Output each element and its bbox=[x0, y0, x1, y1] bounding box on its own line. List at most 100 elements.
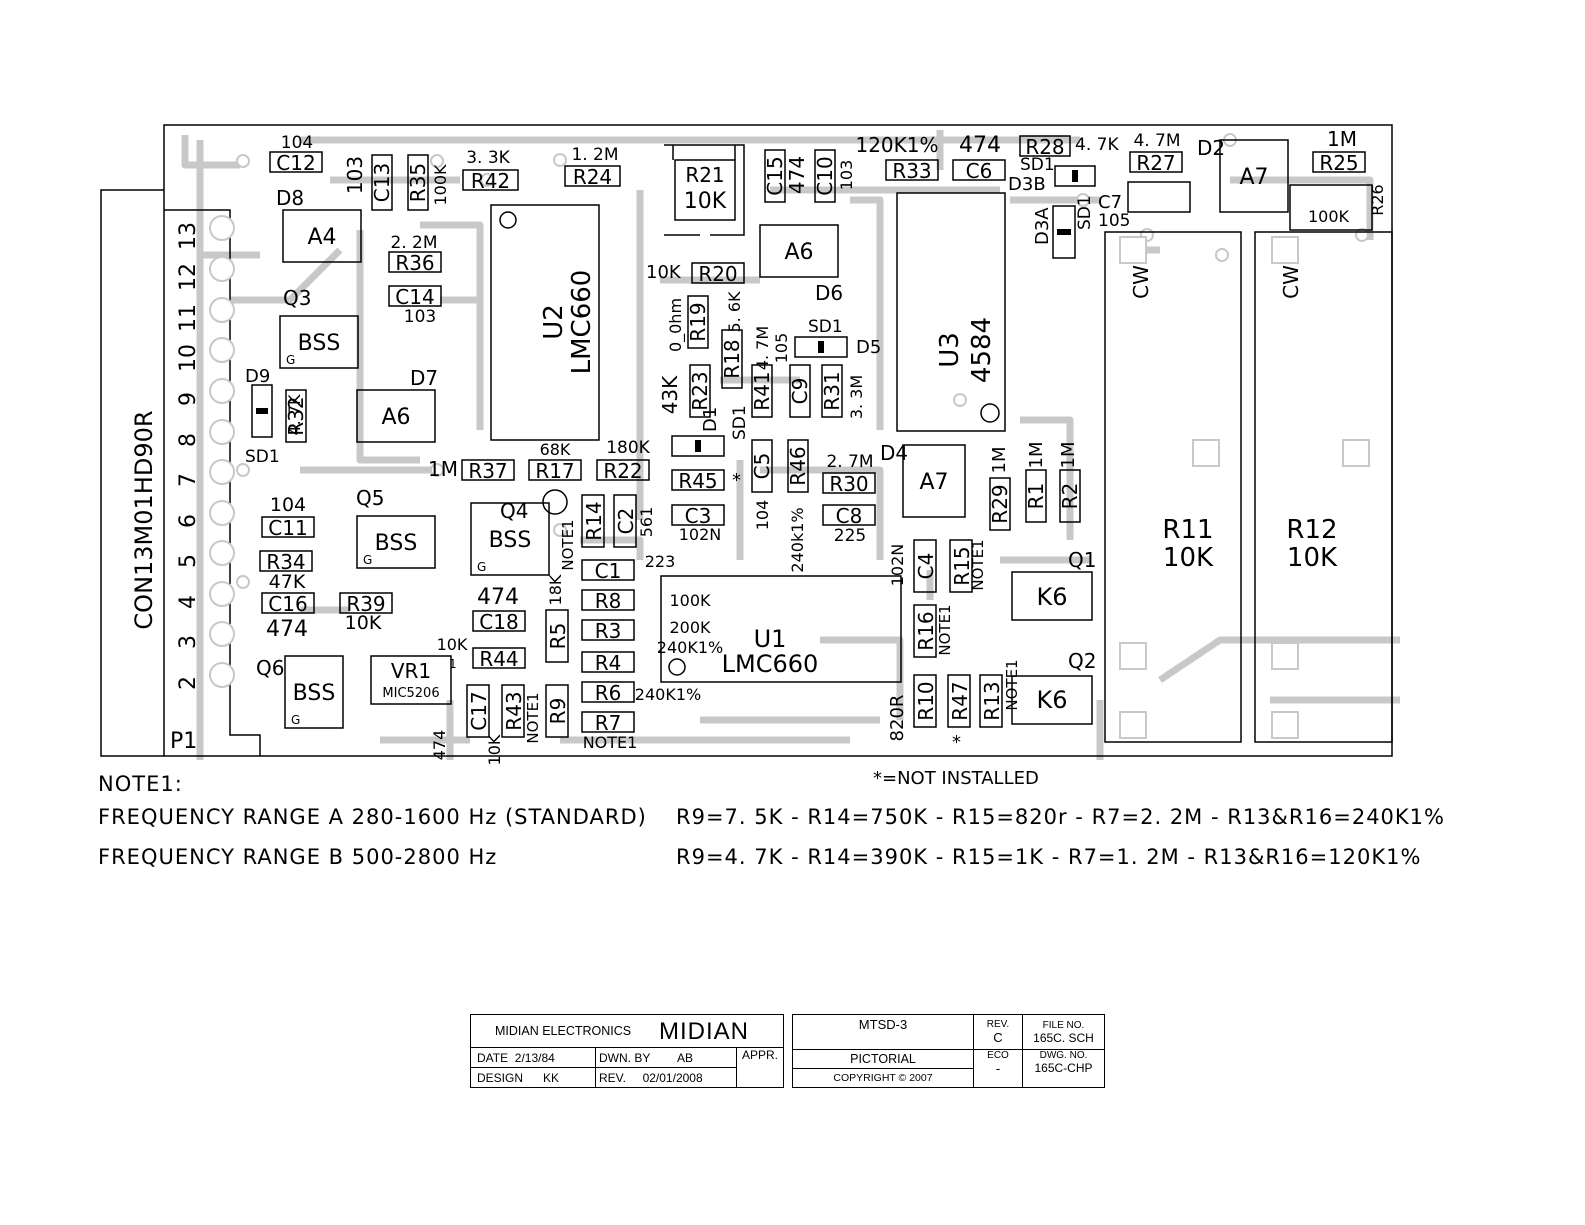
component-value: 474 bbox=[959, 133, 1001, 158]
transistor-part: BSS bbox=[489, 528, 532, 553]
component-value: 68K bbox=[540, 440, 571, 459]
pin1-marker bbox=[980, 403, 1000, 423]
component-value: 4. 7M bbox=[753, 326, 772, 370]
component-ref: C3 bbox=[685, 504, 712, 528]
connector-pin-pad bbox=[209, 662, 235, 688]
connector-pin-number: 6 bbox=[176, 514, 201, 528]
transistor-ref: Q3 bbox=[283, 286, 311, 310]
gate-label: G bbox=[363, 553, 372, 567]
component-r32 bbox=[285, 389, 307, 443]
pad bbox=[480, 173, 494, 187]
component-r17 bbox=[528, 459, 582, 481]
component-r41 bbox=[751, 364, 773, 418]
company-logo: MIDIAN bbox=[659, 1018, 749, 1045]
connector-pin-number: 12 bbox=[176, 263, 201, 291]
component-ref: R2 bbox=[1058, 483, 1082, 510]
connector-pin-pad bbox=[209, 256, 235, 282]
connector-pin-pad bbox=[209, 540, 235, 566]
component-c16 bbox=[261, 592, 315, 614]
component-value: NOTE1 bbox=[969, 539, 987, 590]
component-value: 10K bbox=[437, 635, 468, 654]
diode-part: A6 bbox=[784, 240, 813, 265]
design-value: KK bbox=[543, 1070, 560, 1085]
component-ref: R35 bbox=[406, 163, 430, 202]
company-cell: MIDIAN ELECTRONICS MIDIAN bbox=[470, 1014, 784, 1048]
transistor-ref: Q2 bbox=[1068, 649, 1096, 673]
diode-part: A4 bbox=[307, 225, 336, 250]
diode-part: SD1 bbox=[1075, 195, 1095, 230]
ic-part: MIC5206 bbox=[382, 686, 439, 701]
diode-ref: D3B bbox=[1008, 174, 1046, 195]
note-row-a-values: R9=7. 5K - R14=750K - R15=820r - R7=2. 2… bbox=[676, 805, 1445, 829]
connector-pin-pad bbox=[209, 419, 235, 445]
component-ref: C6 bbox=[966, 159, 993, 183]
pin1-marker bbox=[668, 658, 686, 676]
component-value: 225 bbox=[834, 526, 866, 546]
ic-part: LMC660 bbox=[722, 650, 819, 678]
rev-date: 02/01/2008 bbox=[642, 1070, 703, 1085]
component-c2 bbox=[613, 494, 637, 548]
component-r10 bbox=[913, 674, 937, 728]
component-r4 bbox=[581, 651, 635, 673]
pot-pad bbox=[1119, 236, 1147, 264]
pot-pad bbox=[1271, 711, 1299, 739]
component-ref: C10 bbox=[813, 156, 837, 195]
component-ref: C1 bbox=[595, 559, 622, 583]
trimmer-r21 bbox=[664, 144, 745, 236]
component-c6 bbox=[952, 159, 1006, 181]
component-ref: R30 bbox=[829, 472, 868, 496]
component-ref: R19 bbox=[686, 302, 710, 341]
diode-ref: D7 bbox=[410, 366, 438, 390]
pot-pad bbox=[1192, 439, 1220, 467]
component-ref: C2 bbox=[614, 508, 638, 535]
connector-ref: P1 bbox=[170, 729, 197, 754]
file-header: FILE NO. bbox=[1042, 1019, 1085, 1031]
component-ref: R4 bbox=[595, 651, 622, 675]
component-value: 10K bbox=[646, 262, 682, 283]
diode-ref: D3A bbox=[1032, 207, 1053, 245]
component-r3 bbox=[581, 619, 635, 641]
pot-pad bbox=[1271, 236, 1299, 264]
diode-ref: D9 bbox=[245, 366, 270, 387]
component-r19 bbox=[687, 295, 709, 349]
diode-part: A6 bbox=[381, 405, 410, 430]
component-ref: R21 bbox=[685, 163, 724, 187]
component-r45 bbox=[671, 469, 725, 491]
component-ref: R37 bbox=[468, 459, 507, 483]
component-value: 561 bbox=[637, 507, 656, 538]
component-value: 1M bbox=[1026, 442, 1047, 469]
ic-part: 4584 bbox=[967, 317, 997, 383]
component-r13 bbox=[979, 674, 1003, 728]
component-ref: R31 bbox=[820, 371, 844, 410]
component-c4 bbox=[913, 539, 937, 593]
component-value: 10K bbox=[684, 189, 727, 214]
pad bbox=[553, 523, 567, 537]
component-ref: R32 bbox=[284, 396, 308, 435]
transistor-part: K6 bbox=[1036, 686, 1067, 714]
ic-part: LMC660 bbox=[567, 270, 597, 375]
connector-pin-number: 4 bbox=[176, 595, 201, 609]
diode-cathode-band bbox=[818, 341, 824, 353]
ic-u2 bbox=[490, 204, 600, 441]
diode-part: SD1 bbox=[808, 317, 843, 337]
component-value: 102N bbox=[888, 544, 907, 587]
pad bbox=[430, 154, 444, 168]
component-c9 bbox=[789, 364, 811, 418]
component-r20 bbox=[691, 262, 745, 284]
pad bbox=[1215, 248, 1229, 262]
component-ref: R17 bbox=[535, 459, 574, 483]
gate-label: G bbox=[291, 713, 300, 727]
component-c3 bbox=[671, 504, 725, 526]
design-label: DESIGN bbox=[477, 1070, 524, 1085]
component-value: 1M bbox=[1058, 442, 1079, 469]
component-ref: C18 bbox=[479, 610, 518, 634]
connector-pin-pad bbox=[209, 621, 235, 647]
transistor-q4 bbox=[470, 502, 550, 576]
component-ref: C7 bbox=[1098, 192, 1122, 213]
component-r36 bbox=[388, 251, 442, 273]
component-ref: R23 bbox=[688, 371, 712, 410]
component-ref: R20 bbox=[698, 262, 737, 286]
pad bbox=[1355, 228, 1369, 242]
